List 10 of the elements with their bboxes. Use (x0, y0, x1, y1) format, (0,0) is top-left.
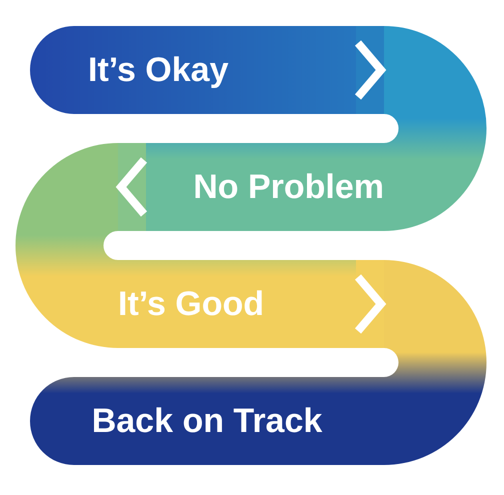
band-segment (146, 26, 487, 231)
band-label: It’s Okay (88, 50, 228, 90)
band-turn-arrow (117, 143, 148, 231)
band-turn-arrow (354, 26, 385, 114)
band-label: No Problem (193, 168, 384, 206)
band-segment (30, 26, 356, 114)
band-segment (30, 260, 487, 465)
band-label: It’s Good (118, 284, 264, 324)
band-turn-arrow (354, 260, 385, 348)
band-label: Back on Track (92, 402, 322, 440)
